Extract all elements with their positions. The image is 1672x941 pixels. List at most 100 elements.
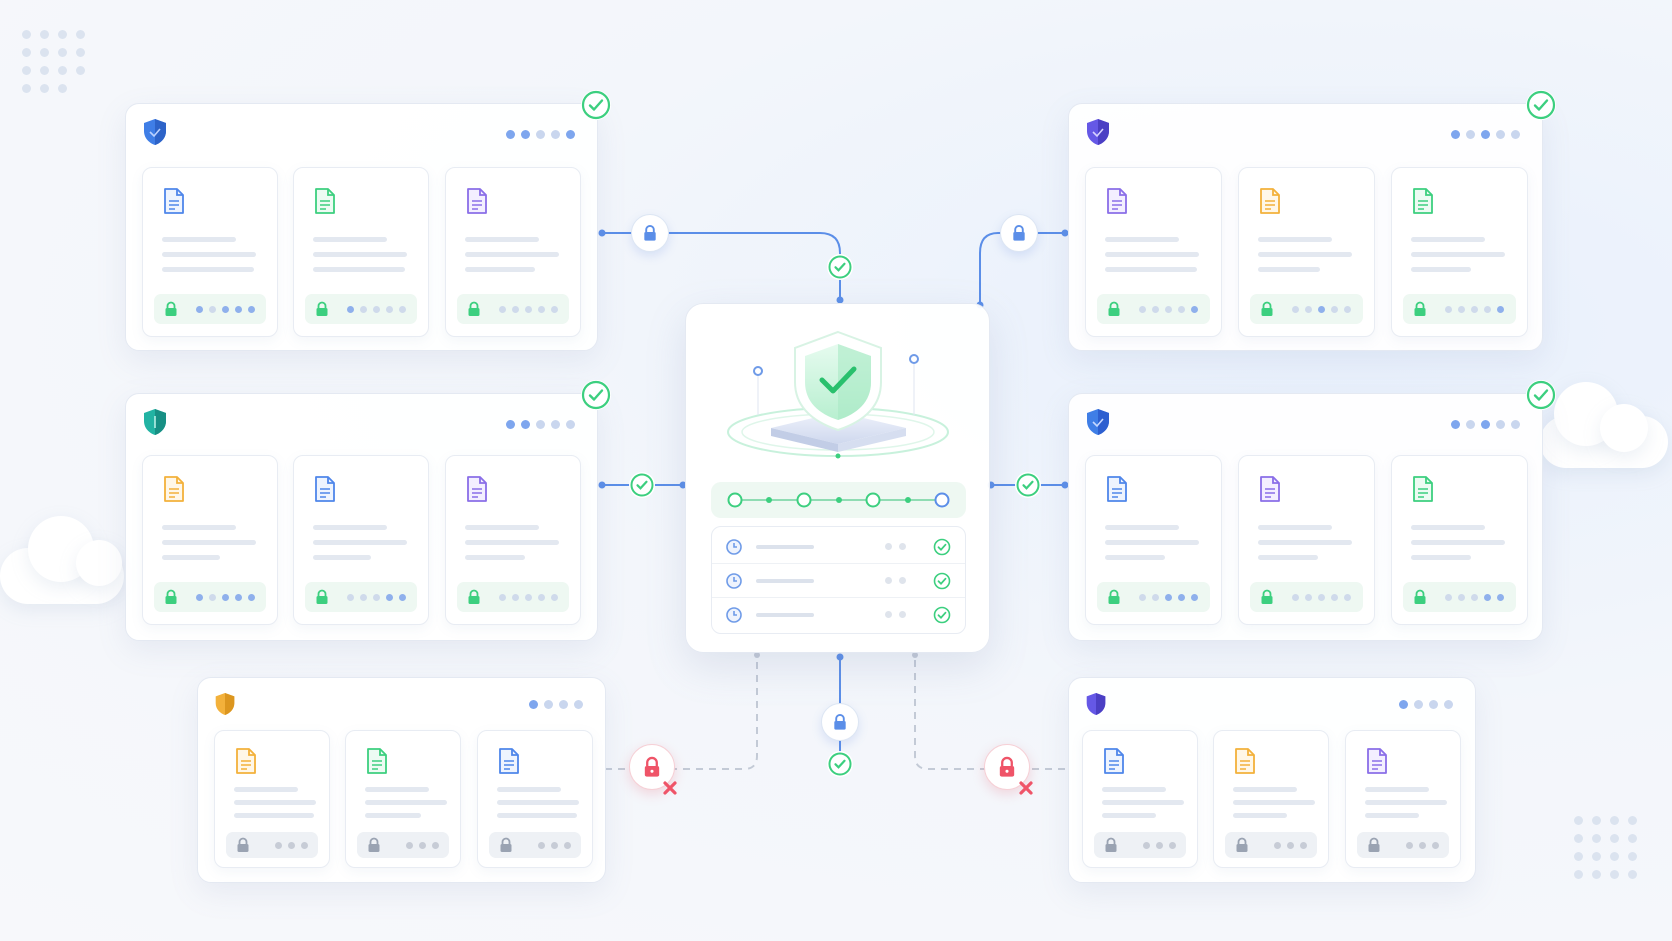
lock-icon xyxy=(165,589,177,604)
panel-status-dots xyxy=(506,420,575,429)
document-icon xyxy=(499,748,519,774)
document-card[interactable] xyxy=(293,167,429,337)
lock-icon xyxy=(237,837,249,852)
panel-status-dots xyxy=(506,130,575,139)
document-icon xyxy=(1367,748,1387,774)
document-card[interactable] xyxy=(445,455,581,625)
panel-mid-left[interactable] xyxy=(125,380,611,641)
panel-status-dots xyxy=(1451,420,1520,429)
panel-status-dots xyxy=(1451,130,1520,139)
connector-lock-node-bottom-center[interactable] xyxy=(821,703,859,741)
connector-check-node-top-left xyxy=(827,254,853,280)
lock-icon xyxy=(1414,301,1426,316)
lock-icon xyxy=(368,837,380,852)
denied-x-icon xyxy=(663,781,677,795)
connector-top-left xyxy=(601,232,841,301)
central-security-hub[interactable] xyxy=(685,303,990,653)
blocked-lock-node-bottom-left[interactable] xyxy=(629,744,675,790)
shield-icon xyxy=(1086,693,1106,715)
panel-bottom-left[interactable] xyxy=(197,677,606,883)
document-icon xyxy=(315,188,335,214)
lock-icon xyxy=(644,756,660,777)
decor-cloud-left xyxy=(0,510,130,605)
panel-bottom-right[interactable] xyxy=(1068,677,1476,883)
shield-icon xyxy=(215,693,235,715)
document-card[interactable] xyxy=(1391,455,1528,625)
document-card[interactable] xyxy=(1085,455,1222,625)
document-card[interactable] xyxy=(1238,455,1375,625)
check-icon xyxy=(933,572,951,590)
list-item xyxy=(712,529,965,564)
list-item xyxy=(712,597,965,631)
panel-top-left[interactable] xyxy=(125,90,611,351)
connector-lock-node-top-right[interactable] xyxy=(1000,214,1038,252)
shield-check-icon xyxy=(727,330,949,459)
document-card[interactable] xyxy=(1391,167,1528,337)
shield-icon xyxy=(144,119,166,145)
document-icon xyxy=(1413,476,1433,502)
document-card[interactable] xyxy=(214,730,330,868)
lock-icon xyxy=(1368,837,1380,852)
document-card[interactable] xyxy=(1345,730,1461,868)
shield-icon xyxy=(1087,119,1109,145)
decor-cloud-right xyxy=(1540,380,1672,470)
lock-icon xyxy=(1108,589,1120,604)
lock-icon xyxy=(834,713,846,730)
panel-status-dots xyxy=(1399,700,1453,709)
verification-progress-steps xyxy=(711,482,966,518)
lock-icon xyxy=(500,837,512,852)
document-card[interactable] xyxy=(1213,730,1329,868)
document-icon xyxy=(1260,476,1280,502)
lock-icon xyxy=(165,301,177,316)
document-card[interactable] xyxy=(1085,167,1222,337)
document-icon xyxy=(164,476,184,502)
lock-icon xyxy=(999,756,1015,777)
connector-lock-node-top-left[interactable] xyxy=(631,214,669,252)
check-icon xyxy=(1016,473,1040,497)
lock-icon xyxy=(1414,589,1426,604)
connector-check-node-mid-left xyxy=(629,472,655,498)
lock-icon xyxy=(1261,589,1273,604)
document-card[interactable] xyxy=(1238,167,1375,337)
shield-icon xyxy=(1087,409,1109,435)
check-icon xyxy=(933,538,951,556)
check-icon xyxy=(630,473,654,497)
connector-check-node-bottom-center xyxy=(827,751,853,777)
panel-mid-right[interactable] xyxy=(1068,380,1556,641)
lock-icon xyxy=(468,301,480,316)
verified-check-icon xyxy=(1526,380,1556,410)
decor-dot-grid-top-left xyxy=(22,30,85,93)
lock-icon xyxy=(316,589,328,604)
document-icon xyxy=(1107,476,1127,502)
document-card[interactable] xyxy=(1082,730,1198,868)
lock-icon xyxy=(644,224,656,241)
panel-top-right[interactable] xyxy=(1068,90,1556,351)
document-icon xyxy=(1104,748,1124,774)
document-card[interactable] xyxy=(142,167,278,337)
clock-icon xyxy=(726,573,742,589)
check-icon xyxy=(828,255,852,279)
document-icon xyxy=(236,748,256,774)
document-card[interactable] xyxy=(142,455,278,625)
lock-icon xyxy=(1108,301,1120,316)
document-icon xyxy=(467,476,487,502)
check-icon xyxy=(933,606,951,624)
connector-check-node-mid-right xyxy=(1015,472,1041,498)
document-card[interactable] xyxy=(477,730,593,868)
check-icon xyxy=(828,752,852,776)
lock-icon xyxy=(1105,837,1117,852)
lock-icon xyxy=(1236,837,1248,852)
denied-x-icon xyxy=(1019,781,1033,795)
lock-icon xyxy=(1013,224,1025,241)
document-icon xyxy=(1107,188,1127,214)
lock-icon xyxy=(1261,301,1273,316)
document-icon xyxy=(1413,188,1433,214)
document-card[interactable] xyxy=(445,167,581,337)
document-icon xyxy=(1235,748,1255,774)
document-icon xyxy=(315,476,335,502)
document-card[interactable] xyxy=(345,730,461,868)
connector-top-right xyxy=(979,232,1066,306)
document-card[interactable] xyxy=(293,455,429,625)
audit-log-list xyxy=(711,526,966,634)
document-icon xyxy=(467,188,487,214)
